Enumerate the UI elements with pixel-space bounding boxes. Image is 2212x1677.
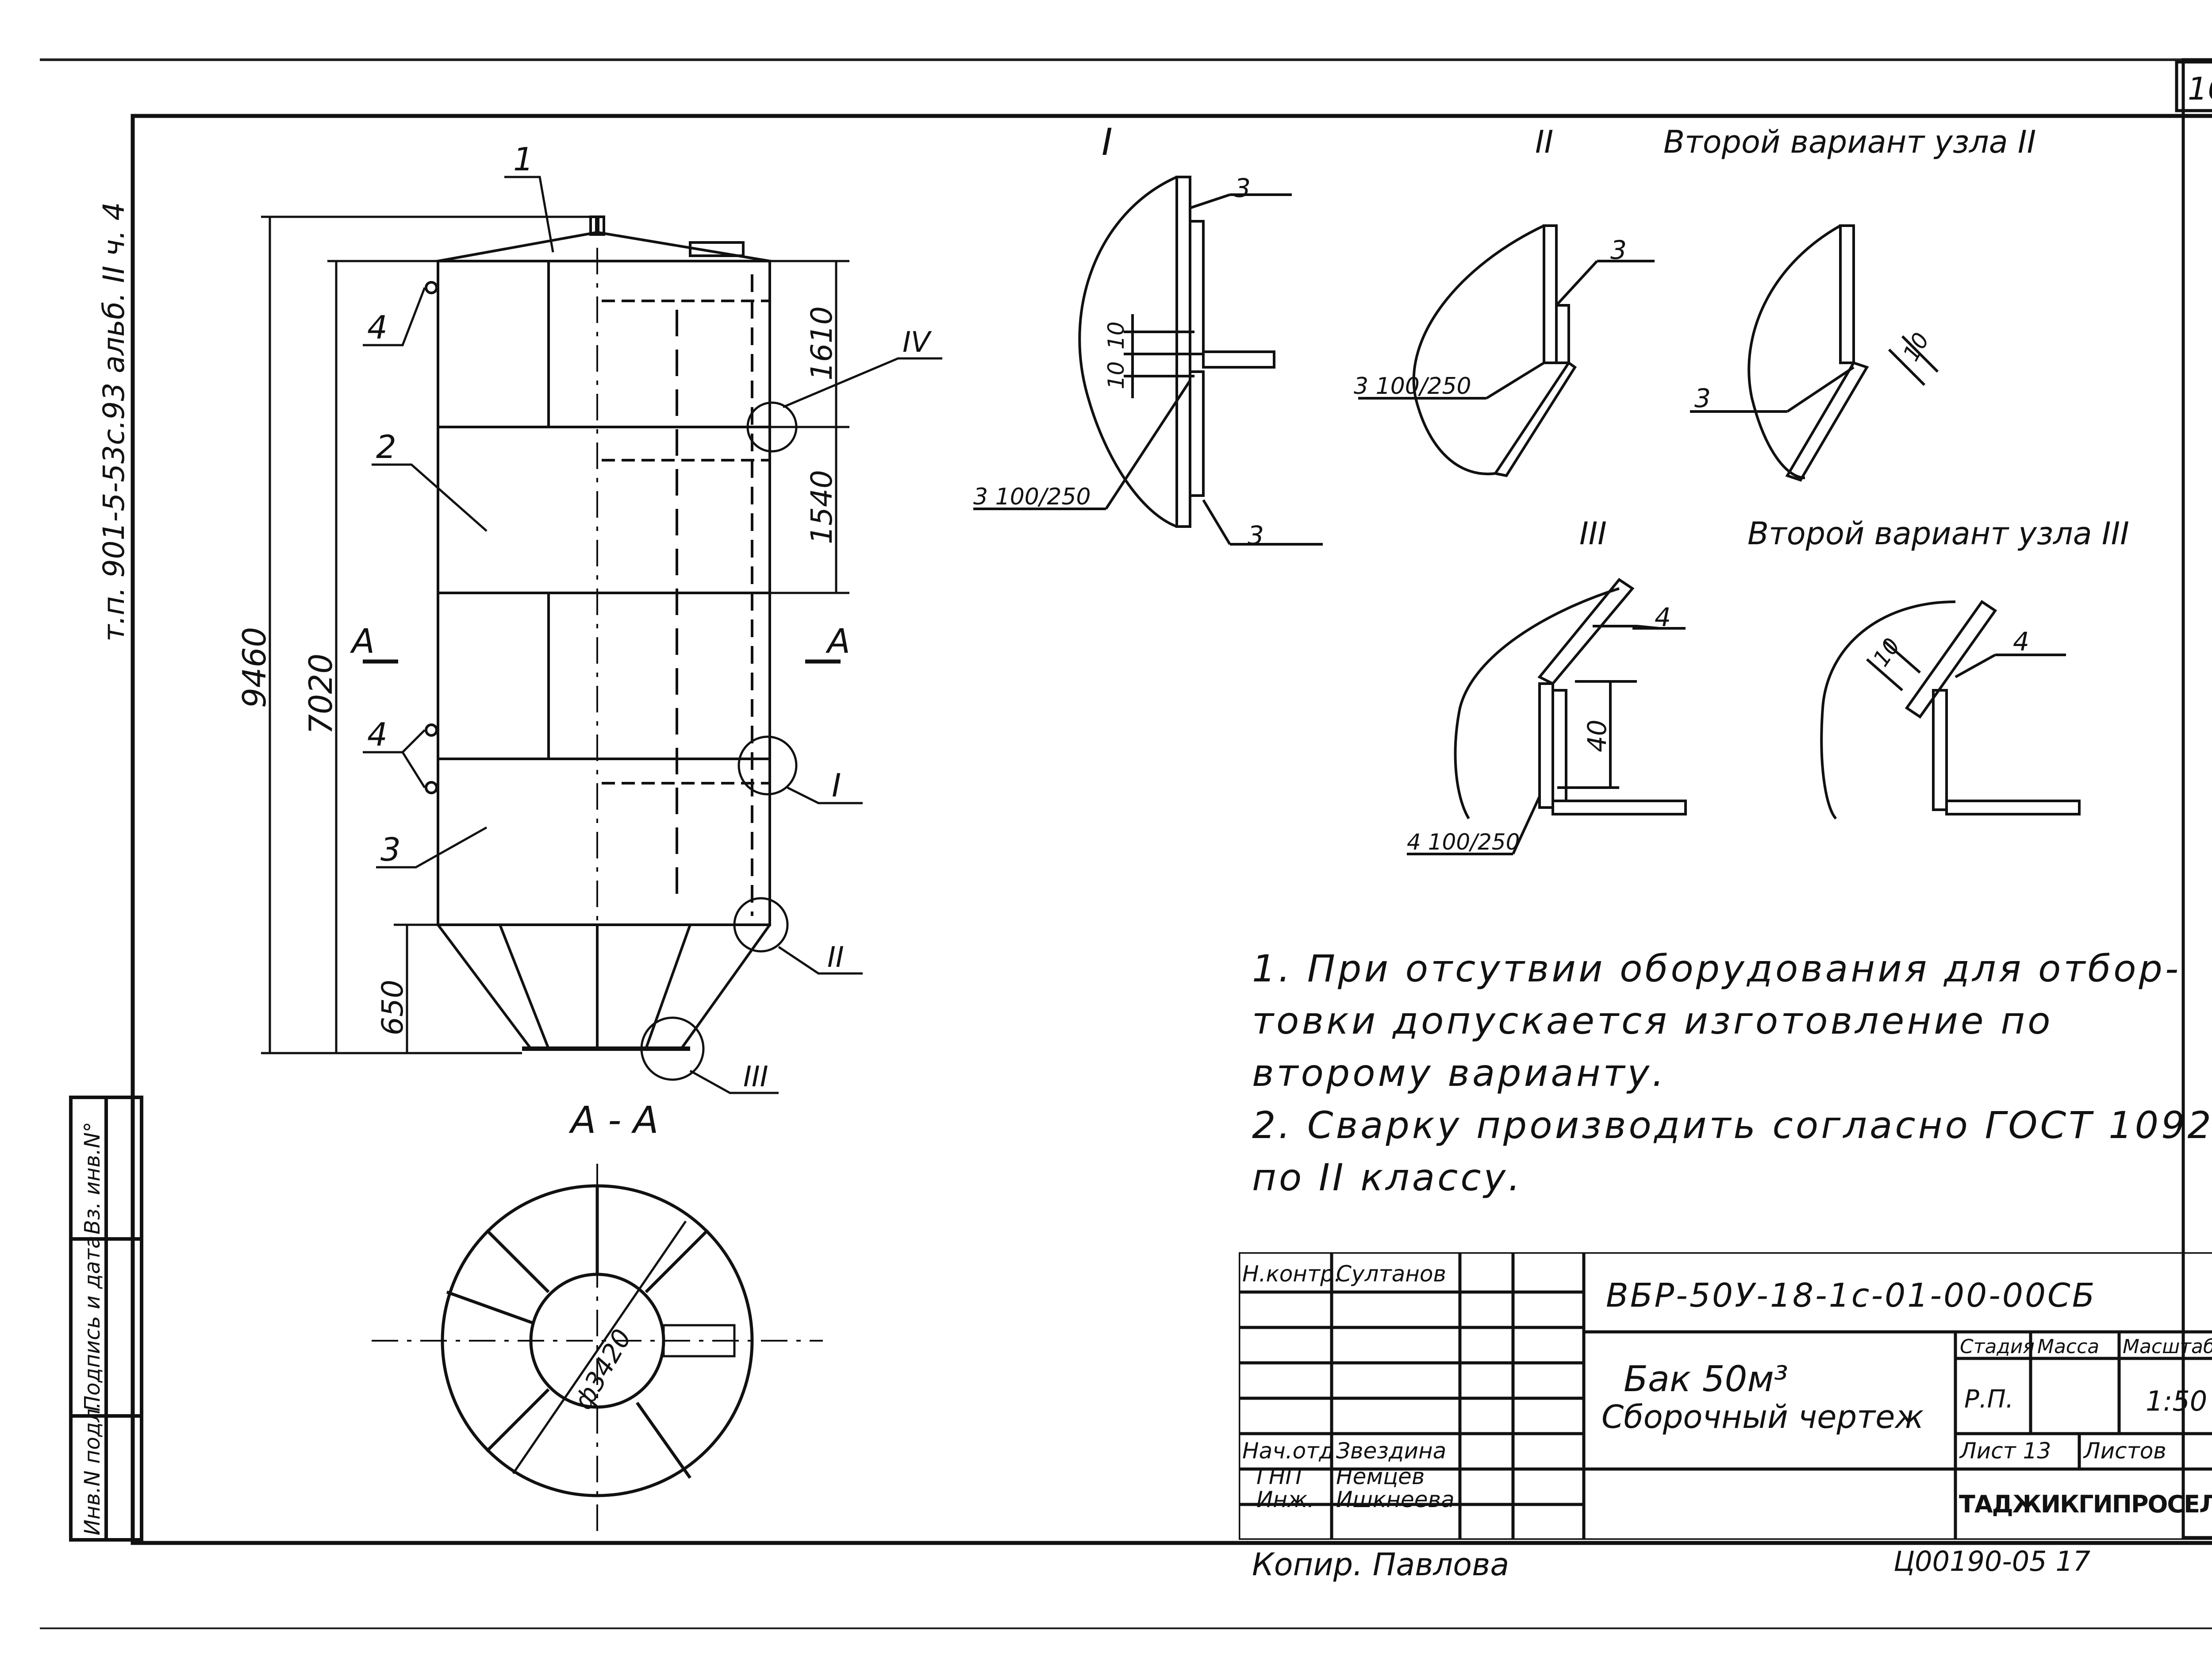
doc-name-line1: Бак 50м³ bbox=[1624, 1358, 1788, 1400]
detail-I-weld-top: 3 bbox=[1234, 173, 1251, 203]
note-line: по II классу. bbox=[1252, 1156, 1523, 1199]
organization: ТАДЖИКГИПРОСЕЛЬСТРОЙ bbox=[1959, 1490, 2212, 1518]
left-strip bbox=[69, 1096, 143, 1542]
leaders bbox=[363, 176, 942, 1094]
name-zvezdina: Звездина bbox=[1336, 1438, 1447, 1464]
doc-name-line2: Сборочный чертеж bbox=[1601, 1398, 1924, 1435]
scale-value: 1:50 bbox=[2146, 1385, 2208, 1417]
detail-II-title: II bbox=[1535, 124, 1553, 160]
scale-header: Масштаб bbox=[2123, 1335, 2212, 1358]
tank-elevation bbox=[425, 215, 771, 1051]
node-label-III: III bbox=[743, 1061, 768, 1093]
dim-7020: 7020 bbox=[302, 654, 339, 735]
strip-label-sign: Подпись и дата bbox=[80, 1235, 105, 1412]
node-label-II: II bbox=[827, 941, 844, 974]
detail-II-weld-intermittent: 3 100/250 bbox=[1354, 373, 1471, 400]
name-sultanov: Султанов bbox=[1336, 1261, 1446, 1287]
role-nach-otd: Нач.отд bbox=[1242, 1438, 1334, 1464]
detail-III-alt bbox=[1820, 600, 2081, 820]
detail-II-weld-top: 3 bbox=[1610, 235, 1627, 265]
sheet-value: Лист 13 bbox=[1960, 1438, 2051, 1464]
pos-4-bottom: 4 bbox=[367, 716, 388, 753]
side-label: т.п. 901-5-53с.93 альб. II ч. 4 bbox=[97, 202, 131, 642]
dimension-lines bbox=[261, 215, 849, 1054]
pos-1: 1 bbox=[513, 141, 534, 178]
notes: 1. При отсутвии оборудования для отбор- … bbox=[1252, 942, 2212, 1204]
dim-1540: 1540 bbox=[805, 470, 839, 544]
detail-III-dim: 40 bbox=[1582, 719, 1612, 752]
detail-III-alt-weld: 4 bbox=[2013, 627, 2029, 657]
section-view bbox=[372, 1164, 823, 1535]
note-line: 2. Сварку производить согласно ГОСТ 1092… bbox=[1252, 1104, 2212, 1147]
detail-III-alt-title: Второй вариант узла III bbox=[1747, 515, 2129, 552]
role-gnp: ГНП bbox=[1256, 1464, 1302, 1489]
node-label-I: I bbox=[832, 767, 841, 804]
detail-II-alt-dim: 10 bbox=[1898, 328, 1934, 365]
detail-I bbox=[973, 176, 1323, 546]
detail-II-alt-title: Второй вариант узла II bbox=[1663, 124, 2036, 160]
node-label-IV: IV bbox=[902, 326, 932, 359]
title-block: Н.контр. Нач.отд ГНП Инж. Султанов Звезд… bbox=[1239, 1252, 2212, 1540]
dim-1610: 1610 bbox=[805, 306, 839, 381]
detail-II-alt-weld: 3 bbox=[1694, 383, 1711, 413]
dim-650: 650 bbox=[376, 980, 410, 1035]
section-mark-left: A bbox=[349, 621, 375, 661]
pos-4-top: 4 bbox=[367, 309, 388, 346]
detail-III-title: III bbox=[1579, 515, 1607, 552]
pos-3: 3 bbox=[380, 831, 401, 868]
strip-label-vz: Вз. инв.N° bbox=[80, 1122, 105, 1235]
detail-I-dim-a: 10 bbox=[1103, 321, 1129, 350]
role-n-kontr: Н.контр. bbox=[1242, 1261, 1341, 1287]
sheets-label: Листов bbox=[2084, 1438, 2166, 1464]
strip-label-inv: Инв.N подл. bbox=[80, 1402, 105, 1535]
detail-I-title: I bbox=[1102, 120, 1113, 164]
name-ishkneeva: Ишкнеева bbox=[1336, 1487, 1455, 1512]
note-line: 1. При отсутвии оборудования для отбор- bbox=[1252, 947, 2181, 990]
detail-I-weld-intermittent: 3 100/250 bbox=[973, 484, 1091, 510]
section-mark-right: A bbox=[825, 621, 850, 661]
dim-9460: 9460 bbox=[236, 627, 273, 708]
detail-III-weld: 4 bbox=[1655, 602, 1671, 632]
sheet-frame bbox=[131, 58, 2212, 1545]
note-line: второму варианту. bbox=[1252, 1051, 1667, 1095]
pos-2: 2 bbox=[376, 428, 396, 465]
name-nemtsev: Немцев bbox=[1336, 1464, 1425, 1489]
archive-code: Ц00190-05 17 bbox=[1893, 1545, 2090, 1577]
mass-header: Масса bbox=[2037, 1335, 2100, 1358]
doc-code: ВБР-50У-18-1с-01-00-00СБ bbox=[1606, 1277, 2097, 1315]
detail-I-weld-bottom: 3 bbox=[1248, 520, 1264, 550]
sheet-number: 16 bbox=[2188, 71, 2212, 107]
copied-by: Копир. Павлова bbox=[1252, 1546, 1509, 1583]
detail-II-alt bbox=[1690, 224, 1939, 482]
detail-III-weld-intermittent: 4 100/250 bbox=[1407, 829, 1520, 855]
detail-I-dim-b: 10 bbox=[1103, 361, 1129, 389]
stage-value: Р.П. bbox=[1964, 1385, 2014, 1414]
role-inzh: Инж. bbox=[1256, 1487, 1315, 1512]
detail-II bbox=[1358, 224, 1655, 477]
note-line: товки допускается изготовление по bbox=[1252, 999, 2053, 1042]
detail-III bbox=[1407, 577, 1687, 855]
section-title: А - А bbox=[568, 1098, 659, 1142]
stage-header: Стадия bbox=[1960, 1335, 2035, 1358]
